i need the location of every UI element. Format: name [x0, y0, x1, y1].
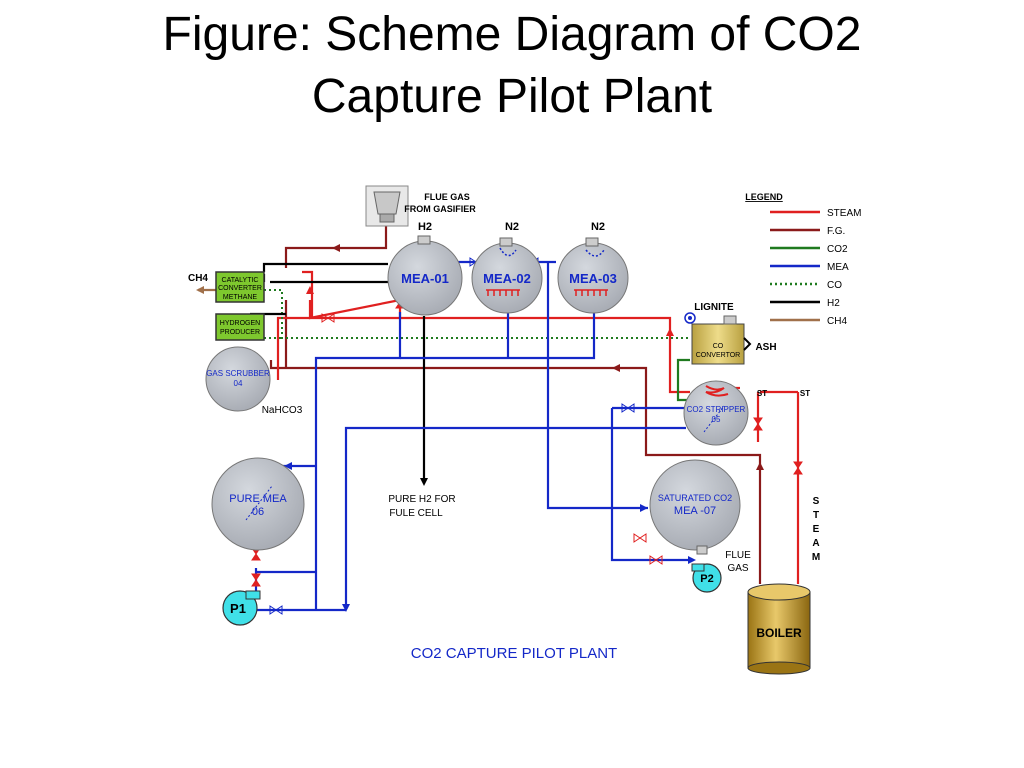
vessel-mea-01: MEA-01: [387, 235, 463, 316]
co2-stripper-label-2: 05: [712, 415, 721, 424]
boiler: BOILER: [747, 583, 811, 675]
gas-scrubber-label-1: GAS SCRUBBER: [206, 369, 270, 378]
pump-p2-label: P2: [700, 573, 713, 585]
n2-label-a: N2: [505, 221, 519, 233]
legend-label: CO2: [827, 244, 848, 255]
nahco3-label: NaHCO3: [262, 405, 303, 416]
valve: [269, 605, 283, 615]
steam-letter: A: [812, 538, 819, 549]
vessel-mea-01-label: MEA-01: [401, 271, 449, 286]
catalytic-label-3: METHANE: [223, 294, 258, 301]
legend-label: MEA: [827, 262, 849, 273]
flue-gas-from-gasifier-label-1: FLUE GAS: [424, 192, 470, 202]
flue-gas-arrows: [332, 244, 764, 470]
flue-gas-from-gasifier-label-2: FROM GASIFIER: [404, 204, 476, 214]
boiler-label: BOILER: [756, 626, 802, 640]
hydrogen-label-1: HYDROGEN: [220, 320, 260, 327]
pure-mea-label-1: PURE MEA: [229, 493, 287, 505]
h2-arrows: [420, 478, 428, 486]
valve: [633, 533, 647, 543]
flue-gas-label-2: GAS: [727, 563, 748, 574]
pump-p1: P1: [222, 590, 261, 626]
mea-lines: [254, 260, 692, 612]
gas-scrubber-label-2: 04: [234, 379, 243, 388]
vessel-mea-03: MEA-03: [557, 237, 629, 314]
steam-letter: M: [812, 552, 820, 563]
vessel-gas-scrubber: GAS SCRUBBER 04: [205, 346, 271, 412]
diagram-caption: CO2 CAPTURE PILOT PLANT: [411, 645, 617, 662]
lignite-label: LIGNITE: [694, 302, 734, 313]
steam-letter: T: [813, 510, 819, 521]
vessel-pure-mea: PURE MEA 06: [211, 457, 305, 551]
pump-p1-label: P1: [230, 601, 246, 616]
co-convertor-label-1: CO: [713, 343, 724, 350]
pure-h2-label-2: FULE CELL: [389, 508, 443, 519]
steam-letter: S: [813, 496, 820, 507]
legend-label: CO: [827, 280, 842, 291]
valve: [321, 313, 335, 323]
gasifier: [365, 185, 409, 227]
catalytic-label-2: CONVERTER: [218, 285, 262, 292]
pure-mea-label-2: 06: [252, 506, 264, 518]
ch4-arrow: [196, 286, 204, 294]
steam-lines: [276, 270, 800, 584]
vessel-mea-02: MEA-02: [471, 237, 543, 314]
saturated-label-2: MEA -07: [674, 505, 716, 517]
legend-label: STEAM: [827, 208, 861, 219]
catalytic-label-1: CATALYTIC: [222, 277, 259, 284]
vessel-mea-03-label: MEA-03: [569, 271, 617, 286]
co2-lines: [676, 358, 690, 402]
co-convertor: CO CONVERTOR: [684, 312, 752, 365]
slide-title-line-1: Figure: Scheme Diagram of CO2: [162, 8, 862, 61]
st-label-1: ST: [757, 389, 767, 398]
slide-title: Figure: Scheme Diagram of CO2 Capture Pi…: [0, 4, 1024, 128]
legend-heading: LEGEND: [745, 192, 783, 202]
legend-label: CH4: [827, 316, 847, 327]
st-label-2: ST: [800, 389, 810, 398]
hydrogen-producer: HYDROGEN PRODUCER: [215, 313, 265, 341]
valve: [251, 573, 261, 587]
pump-p2: P2: [691, 563, 722, 593]
n2-label-b: N2: [591, 221, 605, 233]
h2-label: H2: [418, 221, 432, 233]
catalytic-converter-methane: CATALYTIC CONVERTER METHANE: [215, 271, 265, 303]
steam-arrows: [306, 286, 674, 336]
ash-label: ASH: [755, 342, 776, 353]
slide-title-line-2: Capture Pilot Plant: [311, 70, 713, 123]
h2-lines: [250, 262, 426, 480]
ch4-label: CH4: [188, 273, 208, 284]
valve: [621, 403, 635, 413]
co2-stripper-label-1: CO2 STRIPPER: [687, 405, 746, 414]
hydrogen-label-2: PRODUCER: [220, 329, 260, 336]
legend-label: F.G.: [827, 226, 845, 237]
saturated-label-1: SATURATED CO2: [658, 493, 732, 503]
vessel-mea-02-label: MEA-02: [483, 271, 531, 286]
legend-label: H2: [827, 298, 840, 309]
steam-letter: E: [813, 524, 820, 535]
flue-gas-label-1: FLUE: [725, 550, 751, 561]
vessel-saturated-co2: SATURATED CO2 MEA -07: [649, 459, 741, 555]
mea-arrows: [284, 462, 696, 612]
valve: [649, 555, 663, 565]
vessel-co2-stripper: CO2 STRIPPER 05: [683, 380, 749, 446]
pure-h2-label-1: PURE H2 FOR: [388, 494, 455, 505]
valve: [753, 417, 763, 431]
valve: [793, 461, 803, 475]
steam-vertical-label: S T E A M: [812, 496, 820, 563]
co-convertor-label-2: CONVERTOR: [696, 352, 740, 359]
